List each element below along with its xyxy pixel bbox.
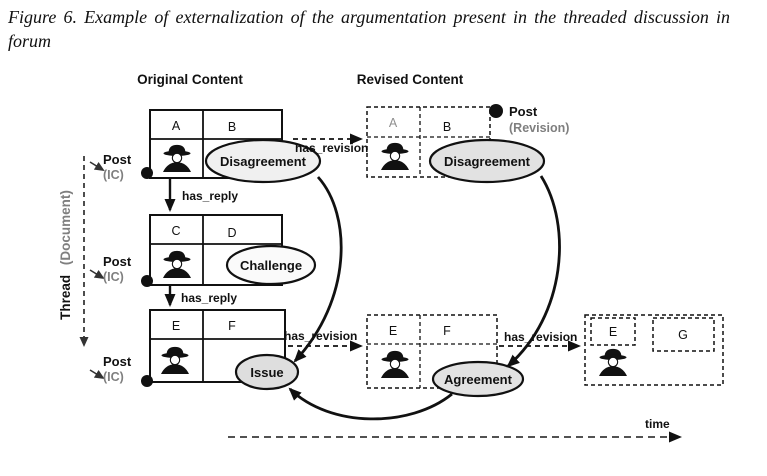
revised-post3-box: E G (584, 314, 724, 386)
argument-nodes: Disagreement Challenge Issue Disagreemen… (204, 138, 546, 398)
challenge-ellipse (225, 244, 317, 286)
revised-content-header: Revised Content (357, 72, 464, 87)
post2-marker: Post (IC) (103, 254, 153, 287)
revision-dot (489, 104, 503, 118)
post3-dot (141, 375, 153, 387)
post2-sublabel: (IC) (103, 270, 124, 284)
thread-label-main: Thread (58, 275, 73, 320)
cell-e: E (172, 319, 180, 333)
thread-label: Thread (Document) (58, 190, 73, 320)
time-label: time (645, 417, 670, 431)
issue-ellipse (234, 353, 300, 391)
cell-e-revised2: E (609, 325, 617, 339)
cell-b-revised: B (443, 120, 451, 134)
revision-sublabel: (Revision) (509, 121, 569, 135)
cell-a: A (172, 119, 181, 133)
agreement-to-issue-curve (288, 387, 453, 421)
post2-label: Post (103, 254, 132, 269)
has-revision-label-1: has_revision (295, 141, 368, 155)
thread-label-sub: (Document) (58, 190, 73, 265)
thread-tick-2 (89, 269, 105, 280)
has-reply-label-1: has_reply (182, 189, 238, 203)
post1-sublabel: (IC) (103, 168, 124, 182)
disagreement-revised-ellipse (428, 138, 546, 184)
post1-marker: Post (IC) (103, 152, 153, 182)
post3-marker: Post (IC) (103, 354, 153, 387)
disagreement-revised-label: Disagreement (444, 154, 531, 169)
thread-axis: Thread (Document) (58, 156, 105, 380)
cell-c: C (171, 224, 180, 238)
has-reply-label-2: has_reply (181, 291, 237, 305)
revised3-cell-e-rect (590, 317, 636, 346)
agreement-label: Agreement (444, 372, 513, 387)
original-content-header: Original Content (137, 72, 243, 87)
post-revision-marker: Post (Revision) (489, 104, 569, 135)
thread-tick-3 (89, 369, 105, 380)
argument-links (288, 175, 561, 421)
cell-d: D (227, 226, 236, 240)
post3-label: Post (103, 354, 132, 369)
cell-f-revised: F (443, 324, 451, 338)
has-revision-label-3: has_revision (504, 330, 577, 344)
cell-f: F (228, 319, 236, 333)
reply-relations: has_reply has_reply (164, 179, 238, 307)
post3-sublabel: (IC) (103, 370, 124, 384)
time-axis: time (228, 417, 682, 443)
revision-relations: has_revision has_revision has_revision (284, 133, 581, 352)
thread-tick-1 (89, 161, 105, 172)
cell-g: G (678, 328, 688, 342)
disagreement-original-ellipse (204, 138, 322, 184)
agreement-ellipse (431, 360, 525, 398)
cell-e-revised: E (389, 324, 397, 338)
has-revision-label-2: has_revision (284, 329, 357, 343)
revision-label: Post (509, 104, 538, 119)
challenge-label: Challenge (240, 258, 302, 273)
figure-caption: Figure 6. Example of externalization of … (8, 7, 730, 51)
post2-dot (141, 275, 153, 287)
disagreement-to-issue-curve (293, 176, 343, 363)
revised3-cell-g-rect (652, 317, 715, 352)
disagreement-revised-to-agreement-curve (506, 175, 561, 368)
cell-a-revised: A (389, 116, 398, 130)
disagreement-original-label: Disagreement (220, 154, 307, 169)
cell-b: B (228, 120, 236, 134)
issue-label: Issue (250, 365, 283, 380)
post1-label: Post (103, 152, 132, 167)
post1-dot (141, 167, 153, 179)
